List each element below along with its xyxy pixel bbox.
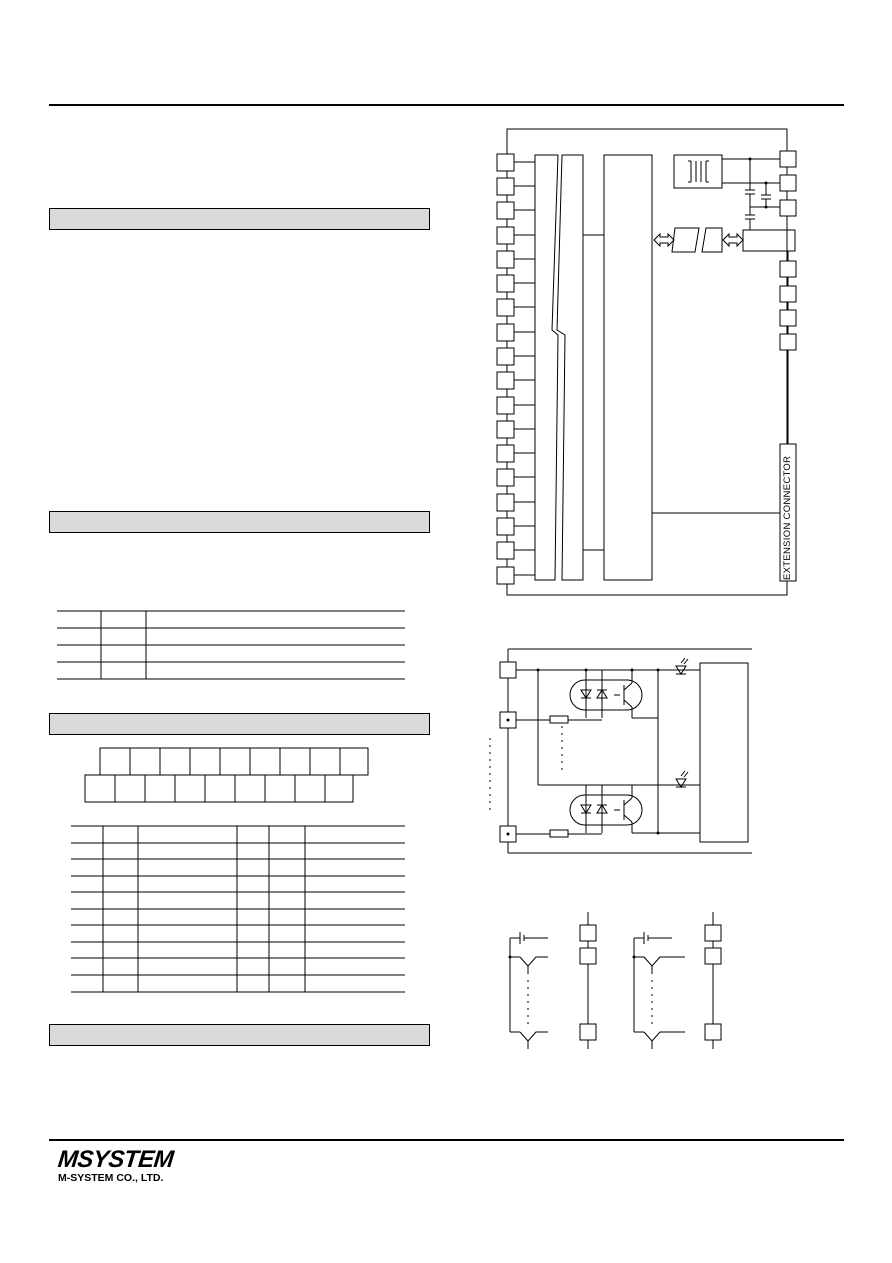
header-rule (49, 104, 844, 106)
section-header-bar-1 (49, 208, 430, 230)
section-header-bar-3 (49, 713, 430, 735)
section-header-bar-2 (49, 511, 430, 533)
footer-rule (49, 1139, 844, 1141)
logo-mark: MSYSTEM (56, 1146, 175, 1173)
company-logo: MSYSTEM M-SYSTEM CO., LTD. (56, 1146, 175, 1184)
company-name: M-SYSTEM CO., LTD. (58, 1172, 164, 1184)
section-header-bar-4 (49, 1024, 430, 1046)
